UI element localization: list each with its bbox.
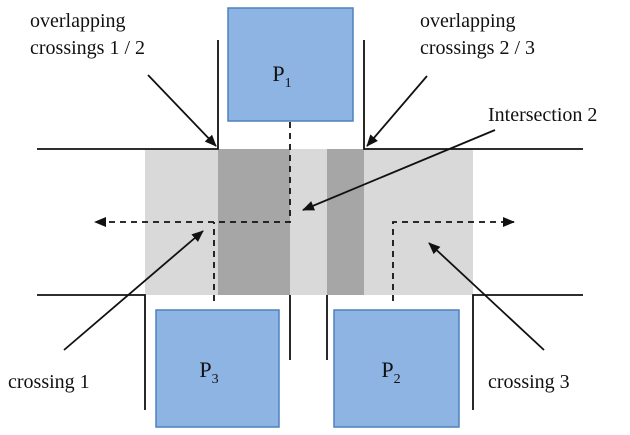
path-p1 [94, 122, 291, 227]
box-p1-label: P1 [272, 61, 291, 91]
road-line-top-right [363, 40, 583, 150]
box-p3-label: P3 [199, 357, 218, 387]
light-area [145, 149, 473, 295]
overlap-area-2-3 [327, 149, 364, 295]
dashed-paths [94, 122, 515, 301]
arrow-intersection-2 [302, 129, 496, 211]
road-lines [37, 40, 583, 410]
box-p1 [227, 7, 354, 122]
label-intersection-2: Intersection 2 [488, 104, 597, 126]
arrow-crossing-1 [63, 230, 204, 351]
arrow-crossing-3 [428, 242, 545, 351]
path-p2 [392, 217, 515, 301]
annotation-arrows [63, 74, 545, 351]
box-p3 [155, 309, 280, 428]
label-crossing-1: crossing 1 [8, 371, 90, 393]
label-overlap-1-2-line2: crossings 1 / 2 [30, 37, 145, 59]
label-overlap-2-3-line2: crossings 2 / 3 [420, 37, 535, 59]
road-line-top-left [37, 40, 219, 150]
label-crossing-3: crossing 3 [488, 371, 570, 393]
road-line-bottom-left [37, 294, 146, 410]
road-line-bottom-right [472, 294, 583, 410]
box-p2 [333, 309, 460, 428]
arrow-overlap-2-3 [366, 75, 428, 147]
box-p2-label: P2 [381, 357, 400, 387]
label-overlap-1-2-line1: overlapping [30, 10, 126, 32]
label-overlap-2-3-line1: overlapping [420, 10, 516, 32]
arrow-overlap-1-2 [147, 74, 217, 147]
